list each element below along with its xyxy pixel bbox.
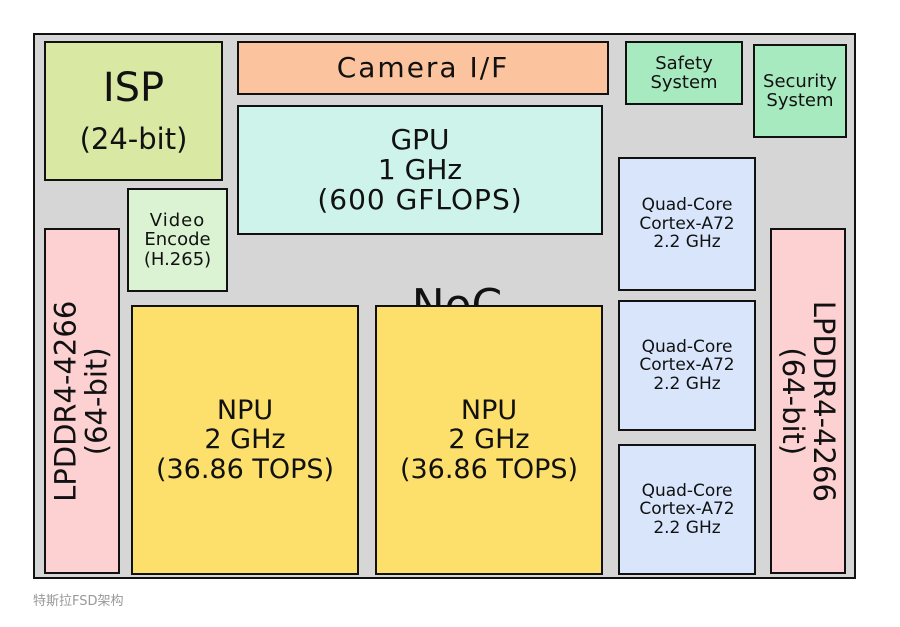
cpu-1-line1: Quad-Core <box>641 195 733 216</box>
security-line1: Security <box>763 70 837 92</box>
cpu-2-line1: Quad-Core <box>641 336 733 357</box>
lpddr-left-line1: LPDDR4-4266 <box>48 300 83 502</box>
gpu-block: GPU 1 GHz (600 GFLOPS) <box>237 105 603 235</box>
cpu-block-3: Quad-Core Cortex-A72 2.2 GHz <box>618 444 756 575</box>
camera-if-block: Camera I/F <box>237 41 609 95</box>
lpddr-right-block: LPDDR4-4266 (64-bit) <box>770 228 846 574</box>
gpu-clock: 1 GHz <box>377 152 463 186</box>
npu-2-line1: NPU <box>460 395 518 427</box>
safety-system-block: Safety System <box>625 41 743 105</box>
npu-2-line3: (36.86 TOPS) <box>399 453 579 485</box>
cpu-block-1: Quad-Core Cortex-A72 2.2 GHz <box>618 157 756 291</box>
cpu-2-line3: 2.2 GHz <box>653 373 721 394</box>
npu-1-line2: 2 GHz <box>204 424 286 456</box>
cpu-2-line2: Cortex-A72 <box>639 355 735 376</box>
isp-title: ISP <box>102 64 165 111</box>
cpu-1-line3: 2.2 GHz <box>653 232 721 253</box>
video-line3: (H.265) <box>143 248 212 270</box>
lpddr-right-line2: (64-bit) <box>776 347 810 455</box>
security-system-block: Security System <box>753 44 847 138</box>
security-line2: System <box>766 90 834 111</box>
npu-2-line2: 2 GHz <box>448 424 530 456</box>
npu-block-2: NPU 2 GHz (36.86 TOPS) <box>375 305 603 575</box>
cpu-1-line2: Cortex-A72 <box>639 213 735 234</box>
lpddr-left-line2: (64-bit) <box>80 347 114 455</box>
cpu-3-line3: 2.2 GHz <box>653 517 721 538</box>
gpu-flops: (600 GFLOPS) <box>317 183 523 217</box>
npu-1-line3: (36.86 TOPS) <box>155 453 335 485</box>
npu-block-1: NPU 2 GHz (36.86 TOPS) <box>131 305 359 575</box>
lpddr-right-line1: LPDDR4-4266 <box>807 300 842 502</box>
isp-block: ISP (24-bit) <box>44 41 223 181</box>
video-line2: Encode <box>144 229 211 251</box>
lpddr-left-block: LPDDR4-4266 (64-bit) <box>44 228 120 574</box>
cpu-3-line1: Quad-Core <box>641 480 733 501</box>
figure-caption: 特斯拉FSD架构 <box>33 594 124 609</box>
isp-bitwidth: (24-bit) <box>79 121 188 156</box>
video-encode-block: Video Encode (H.265) <box>127 188 228 292</box>
safety-line2: System <box>650 72 718 93</box>
video-line1: Video <box>149 209 206 231</box>
cpu-block-2: Quad-Core Cortex-A72 2.2 GHz <box>618 300 756 431</box>
cpu-3-line2: Cortex-A72 <box>639 499 735 520</box>
safety-line1: Safety <box>655 52 713 74</box>
chip-diagram: ISP (24-bit) Camera I/F Safety System Se… <box>33 33 856 579</box>
camera-if-label: Camera I/F <box>336 50 510 84</box>
npu-1-line1: NPU <box>216 395 274 427</box>
gpu-title: GPU <box>390 122 450 156</box>
